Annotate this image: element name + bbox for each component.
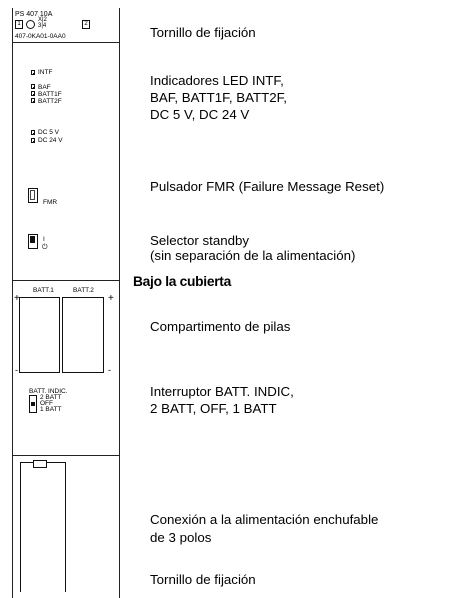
power-connector[interactable] — [20, 462, 66, 592]
header-divider — [12, 42, 120, 43]
batt-indic-switch[interactable] — [29, 395, 37, 413]
desc-leds-line1: Indicadores LED INTF, — [150, 73, 284, 88]
batt-plus-left: + — [14, 293, 20, 304]
fixing-screw-icon — [26, 20, 35, 29]
standby-off-icon: ⏻ — [42, 244, 48, 251]
power-supply-module — [12, 8, 120, 598]
desc-standby: Selector standby (sin separación de la a… — [150, 233, 355, 263]
batt-plus-right: + — [108, 293, 114, 304]
batt1-label: BATT.1 — [33, 287, 54, 294]
battery-slot-2[interactable] — [62, 297, 104, 373]
batt-indic-switch-lever — [31, 402, 35, 406]
standby-switch[interactable] — [28, 234, 38, 249]
desc-leds: Indicadores LED INTF, BAF, BATT1F, BATT2… — [150, 72, 287, 123]
batt-indic-option-off: OFF — [40, 400, 53, 407]
desc-connector-line2: de 3 polos — [150, 530, 212, 545]
batt-indic-option-2batt: 2 BATT — [40, 394, 62, 401]
batt2-label: BATT.2 — [73, 287, 94, 294]
order-number: 407-0KA01-0AA0 — [15, 33, 66, 40]
desc-battery-compartment: Compartimento de pilas — [150, 319, 291, 334]
voltage-selector-top: X|2 — [38, 17, 47, 23]
desc-screw-bottom: Tornillo de fijación — [150, 572, 256, 587]
led-batt1f-label: BATT1F — [38, 91, 62, 98]
desc-batt-switch: Interruptor BATT. INDIC, 2 BATT, OFF, 1 … — [150, 383, 294, 417]
desc-leds-line2: BAF, BATT1F, BATT2F, — [150, 90, 287, 105]
under-cover-heading: Bajo la cubierta — [133, 274, 231, 289]
batt-minus-left: - — [15, 365, 18, 375]
desc-connector-line1: Conexión a la alimentación enchufable — [150, 512, 379, 527]
led-intf-icon — [31, 70, 35, 75]
voltage-selector-bottom: 3|4 — [38, 23, 47, 29]
slot-right-box: 2 — [82, 20, 90, 29]
slot-left-box: 1 — [15, 20, 23, 29]
desc-standby-line2: (sin separación de la alimentación) — [150, 248, 356, 263]
standby-switch-lever — [30, 236, 35, 243]
fmr-button-inner — [30, 190, 35, 200]
led-dc5v-label: DC 5 V — [38, 129, 59, 136]
slot-left-number: 1 — [17, 21, 21, 27]
connector-latch-icon — [33, 460, 47, 468]
connector-divider — [12, 455, 120, 456]
desc-screw-top: Tornillo de fijación — [150, 25, 256, 40]
led-batt2f-icon — [31, 98, 35, 103]
desc-standby-line1: Selector standby — [150, 233, 250, 248]
led-dc24v-label: DC 24 V — [38, 137, 63, 144]
led-baf-icon — [31, 84, 35, 89]
voltage-selector: X|2 3|4 — [38, 17, 47, 29]
batt-indic-option-1batt: 1 BATT — [40, 406, 62, 413]
led-batt2f-label: BATT2F — [38, 98, 62, 105]
battery-slot-1[interactable] — [19, 297, 60, 373]
fmr-label: FMR — [43, 199, 58, 206]
led-baf-label: BAF — [38, 84, 51, 91]
led-dc5v-icon — [31, 130, 35, 135]
desc-connector: Conexión a la alimentación enchufable de… — [150, 511, 378, 547]
slot-right-number: 2 — [84, 21, 88, 27]
led-intf-label: INTF — [38, 69, 53, 76]
desc-fmr: Pulsador FMR (Failure Message Reset) — [150, 179, 385, 194]
led-batt1f-icon — [31, 91, 35, 96]
fmr-button[interactable] — [28, 188, 38, 203]
batt-indic-options: 2 BATT OFF 1 BATT — [40, 394, 62, 413]
desc-batt-switch-line1: Interruptor BATT. INDIC, — [150, 384, 294, 399]
standby-on-label: I — [43, 236, 45, 243]
led-dc24v-icon — [31, 138, 35, 143]
module-model: PS 407 10A — [15, 11, 53, 18]
desc-batt-switch-line2: 2 BATT, OFF, 1 BATT — [150, 401, 277, 416]
desc-leds-line3: DC 5 V, DC 24 V — [150, 107, 250, 122]
batt-indic-title: BATT. INDIC. — [29, 388, 68, 395]
batt-minus-right: - — [108, 365, 111, 375]
cover-divider — [12, 280, 120, 281]
